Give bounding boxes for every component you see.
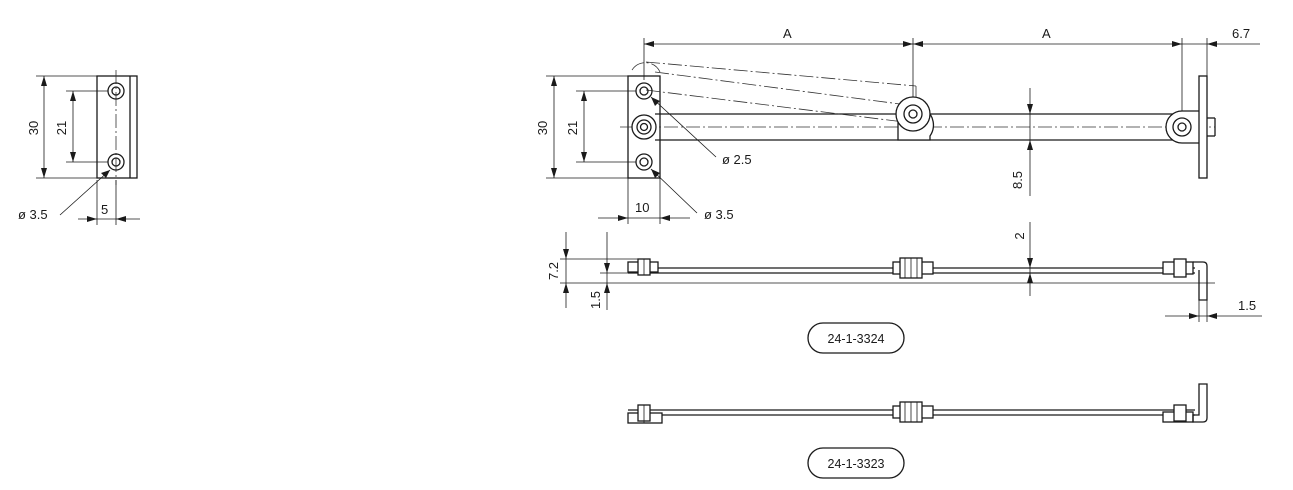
left-dim-5-label: 5: [101, 202, 108, 217]
end-bracket: [1198, 75, 1216, 179]
side-dim-7-2: [560, 232, 640, 308]
top-dim-small-hole-leader: [650, 96, 717, 158]
part-label-upper: 24-1-3324: [807, 322, 905, 354]
middle-pivot: [895, 96, 935, 141]
left-bracket-plate: [96, 75, 138, 179]
lower-end-rivet: [1162, 383, 1208, 423]
base-hole-mid: [631, 114, 657, 140]
side-end-rivet: [1162, 258, 1208, 301]
top-dim-large-hole-leader: [650, 168, 698, 214]
side-dim-2: [1027, 222, 1033, 296]
side-dim-2-label: 2: [1012, 232, 1027, 239]
top-dim-8-5: [1027, 88, 1033, 196]
top-dim-a-right: [913, 38, 1183, 111]
left-dim-21-label: 21: [54, 121, 69, 135]
top-dim-21: [576, 90, 636, 163]
top-view: 30 21 A A: [535, 26, 1260, 224]
top-dim-10-label: 10: [635, 200, 649, 215]
side-view-upper: 7.2 1.5 2 1.5: [546, 222, 1262, 322]
side-dim-1-5-left-label: 1.5: [588, 291, 603, 309]
top-dim-30-label: 30: [535, 121, 550, 135]
left-dim-21: [66, 90, 108, 163]
side-middle-rivet: [892, 257, 934, 279]
end-pivot: [1165, 110, 1201, 144]
part-label-upper-text: 24-1-3324: [828, 332, 885, 346]
base-hole-bottom: [635, 153, 653, 171]
left-dim-30: [36, 75, 97, 179]
side-view-lower: [627, 383, 1208, 424]
side-dim-1-5-right-label: 1.5: [1238, 298, 1256, 313]
top-dim-21-label: 21: [565, 121, 580, 135]
side-dim-1-5-right: [1165, 300, 1262, 322]
side-base-rivet: [627, 258, 659, 276]
top-dim-6-7-label: 6.7: [1232, 26, 1250, 41]
part-label-lower-text: 24-1-3323: [828, 457, 885, 471]
top-dim-a-right-label: A: [1042, 26, 1051, 41]
left-dim-5: [78, 180, 140, 225]
top-dim-large-hole-label: ø 3.5: [704, 207, 734, 222]
top-dim-10: [598, 178, 690, 224]
top-dim-a-left-label: A: [783, 26, 792, 41]
top-dim-a-left: [643, 38, 914, 97]
left-bracket-view: 30 21 ø 3.5 5: [18, 70, 140, 225]
top-dim-30: [546, 75, 628, 179]
part-label-lower: 24-1-3323: [807, 447, 905, 479]
folded-arm-phantom: [631, 61, 917, 123]
left-dim-hole-label: ø 3.5: [18, 207, 48, 222]
left-dim-30-label: 30: [26, 121, 41, 135]
lower-middle-rivet: [892, 401, 934, 423]
side-dim-1-5-left: [600, 232, 628, 310]
lower-base-rivet: [627, 404, 663, 424]
top-dim-6-7: [1182, 38, 1260, 76]
top-dim-8-5-label: 8.5: [1010, 171, 1025, 189]
top-dim-small-hole-label: ø 2.5: [722, 152, 752, 167]
side-dim-7-2-label: 7.2: [546, 262, 561, 280]
base-hole-top: [635, 82, 653, 100]
left-dim-hole-leader: [59, 169, 111, 216]
